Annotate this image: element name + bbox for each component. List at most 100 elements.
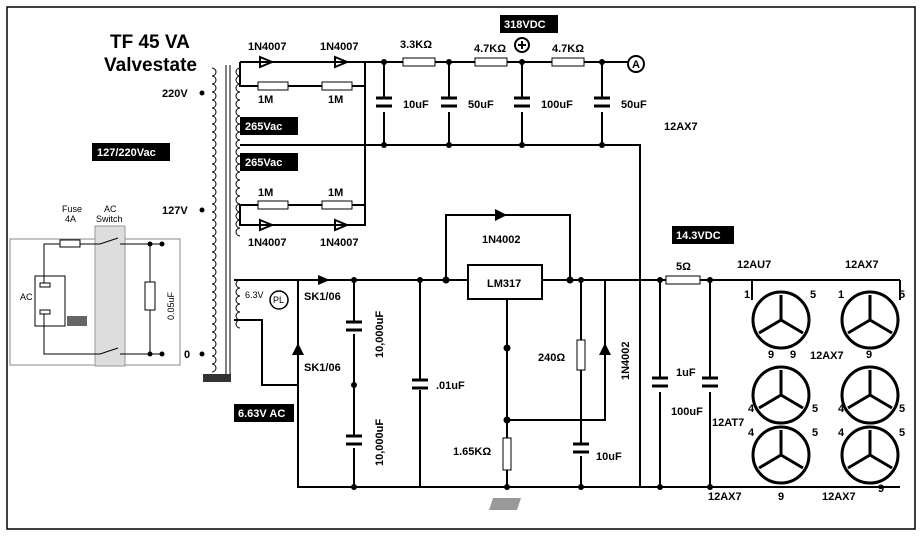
tube-12ax7-br-label: 12AX7 bbox=[822, 491, 856, 503]
cap-10000-b-label: 10,000uF bbox=[374, 419, 386, 466]
resistor-4k7-b-label: 4.7KΩ bbox=[552, 43, 584, 55]
switch-label-2: Switch bbox=[96, 214, 123, 224]
resistor-1m-a-label: 1M bbox=[258, 94, 273, 106]
primary-coil-turn bbox=[211, 83, 217, 93]
ground-symbol bbox=[67, 316, 87, 326]
resistor-240-label: 240Ω bbox=[538, 352, 565, 364]
primary-coil-turn bbox=[211, 115, 217, 125]
fuse-label: Fuse bbox=[62, 204, 82, 214]
primary-coil-turn bbox=[211, 131, 217, 141]
tube-12ax7-mid-label: 12AX7 bbox=[810, 350, 844, 362]
secondary-coil-turn bbox=[235, 163, 241, 173]
primary-coil-turn bbox=[211, 67, 217, 77]
heater-coil-turn bbox=[235, 311, 241, 321]
tube-12ax7-bl-label: 12AX7 bbox=[708, 491, 742, 503]
heater-supply: PL 6.3V SK1/06 SK1/06 10,000uF 10,000uF … bbox=[234, 275, 650, 490]
pin-9-label-d: 9 bbox=[778, 491, 784, 503]
resistor-1m-b-label: 1M bbox=[328, 94, 343, 106]
pin-4-label-a: 4 bbox=[748, 403, 755, 415]
secondary-coil-turn bbox=[235, 131, 241, 141]
tube-12ax7-mid bbox=[840, 365, 900, 425]
secondary-coil-turn bbox=[235, 139, 241, 149]
primary-coil-turn bbox=[211, 203, 217, 213]
secondary-coil-turn bbox=[235, 227, 241, 237]
tube-12ax7-br bbox=[840, 425, 900, 485]
filament-distribution: 5Ω 1uF 100uF bbox=[640, 261, 900, 490]
primary-coil-turn bbox=[211, 91, 217, 101]
primary-coil-turn bbox=[211, 251, 217, 261]
primary-coil-turn bbox=[211, 347, 217, 357]
ac-inlet-label: AC bbox=[20, 292, 33, 302]
pin-5-label-d: 5 bbox=[899, 403, 905, 415]
sk-diode-2-label: SK1/06 bbox=[304, 362, 341, 374]
diode-1n4002-b-label: 1N4002 bbox=[620, 341, 632, 380]
pin-5-label-a: 5 bbox=[810, 289, 816, 301]
pin-9-label-b: 9 bbox=[790, 349, 796, 361]
cap-10u-b-label: 10uF bbox=[596, 451, 622, 463]
secondary-coil-turn bbox=[235, 147, 241, 157]
tube-array: 12AU7 12AX7 12AX7 12AT7 12AX7 12AX7 1 5 … bbox=[708, 259, 905, 503]
pin-5-label-c: 5 bbox=[812, 403, 818, 415]
pin-9-label-a: 9 bbox=[768, 349, 774, 361]
tube-12at7-label: 12AT7 bbox=[712, 417, 744, 429]
resistor-5-label: 5Ω bbox=[676, 261, 691, 273]
lm317-regulator: LM317 1N4002 1N4002 240Ω 1.65KΩ 10uF bbox=[442, 209, 632, 510]
secondary-coil-turn bbox=[235, 171, 241, 181]
pin-1-label: 1 bbox=[744, 289, 750, 301]
mains-input-section: Fuse 4A AC Switch AC 0.05uF bbox=[9, 204, 181, 367]
secondary-coil-turn bbox=[235, 115, 241, 125]
tube-12au7-label: 12AU7 bbox=[737, 259, 771, 271]
primary-coil-turn bbox=[211, 283, 217, 293]
diode-2-label: 1N4007 bbox=[320, 41, 359, 53]
primary-coil-turn bbox=[211, 123, 217, 133]
pin-4-label-b: 4 bbox=[838, 403, 845, 415]
cap-10000-a-label: 10,000uF bbox=[374, 311, 386, 358]
primary-coil-turn bbox=[211, 139, 217, 149]
primary-coil-turn bbox=[211, 259, 217, 269]
heater-coil-turn bbox=[235, 295, 241, 305]
hv-rectifier: 1N4007 1N4007 1N4007 1N4007 1M 1M 1M 1M bbox=[239, 41, 366, 249]
heater-ac-label: 6.63V AC bbox=[238, 408, 285, 420]
secondary-coil-turn bbox=[235, 195, 241, 205]
frame-border bbox=[6, 6, 916, 530]
lm317-label: LM317 bbox=[487, 278, 521, 290]
cap-01u-label: .01uF bbox=[436, 380, 465, 392]
pilot-lamp-icon bbox=[269, 290, 289, 310]
pin-4-label-d: 4 bbox=[838, 427, 845, 439]
heater-coil-turn bbox=[235, 303, 241, 313]
secondary-coil-turn bbox=[235, 107, 241, 117]
tube-12ax7-top-label: 12AX7 bbox=[845, 259, 879, 271]
mains-select-label: 127/220Vac bbox=[97, 147, 156, 159]
tube-12ax7-top bbox=[840, 290, 900, 350]
node-a-icon bbox=[627, 55, 645, 73]
primary-coil-turn bbox=[211, 107, 217, 117]
primary-coil-turn bbox=[211, 363, 217, 373]
pin-9-label-e: 9 bbox=[878, 483, 884, 495]
hv-filter: A 3.3KΩ 4.7KΩ 4.7KΩ 10uF 50uF 100uF 50uF… bbox=[365, 37, 698, 487]
pin-1-label-b: 1 bbox=[838, 289, 844, 301]
diode-3-label: 1N4007 bbox=[248, 237, 287, 249]
transformer bbox=[203, 65, 241, 382]
primary-coil-turn bbox=[211, 339, 217, 349]
cap-10u-label: 10uF bbox=[403, 99, 429, 111]
primary-coil-turn bbox=[211, 323, 217, 333]
heater-coil-turn bbox=[235, 319, 241, 329]
primary-coil-turn bbox=[211, 195, 217, 205]
tap-127-label: 127V bbox=[162, 205, 188, 217]
primary-coil-turn bbox=[211, 355, 217, 365]
primary-coil-turn bbox=[211, 307, 217, 317]
primary-coil-turn bbox=[211, 75, 217, 85]
diode-4-label: 1N4007 bbox=[320, 237, 359, 249]
secondary-coil-turn bbox=[235, 99, 241, 109]
mains-capacitor bbox=[144, 281, 156, 311]
cap-50u-b-label: 50uF bbox=[621, 99, 647, 111]
primary-coil-turn bbox=[211, 155, 217, 165]
fuse-rating-label: 4A bbox=[65, 214, 76, 224]
lm317-chip bbox=[467, 264, 543, 300]
b-plus-label: 318VDC bbox=[504, 19, 546, 31]
primary-coil-turn bbox=[211, 187, 217, 197]
primary-coil-turn bbox=[211, 219, 217, 229]
primary-coil-turn bbox=[211, 171, 217, 181]
secondary-coil-turn bbox=[235, 187, 241, 197]
